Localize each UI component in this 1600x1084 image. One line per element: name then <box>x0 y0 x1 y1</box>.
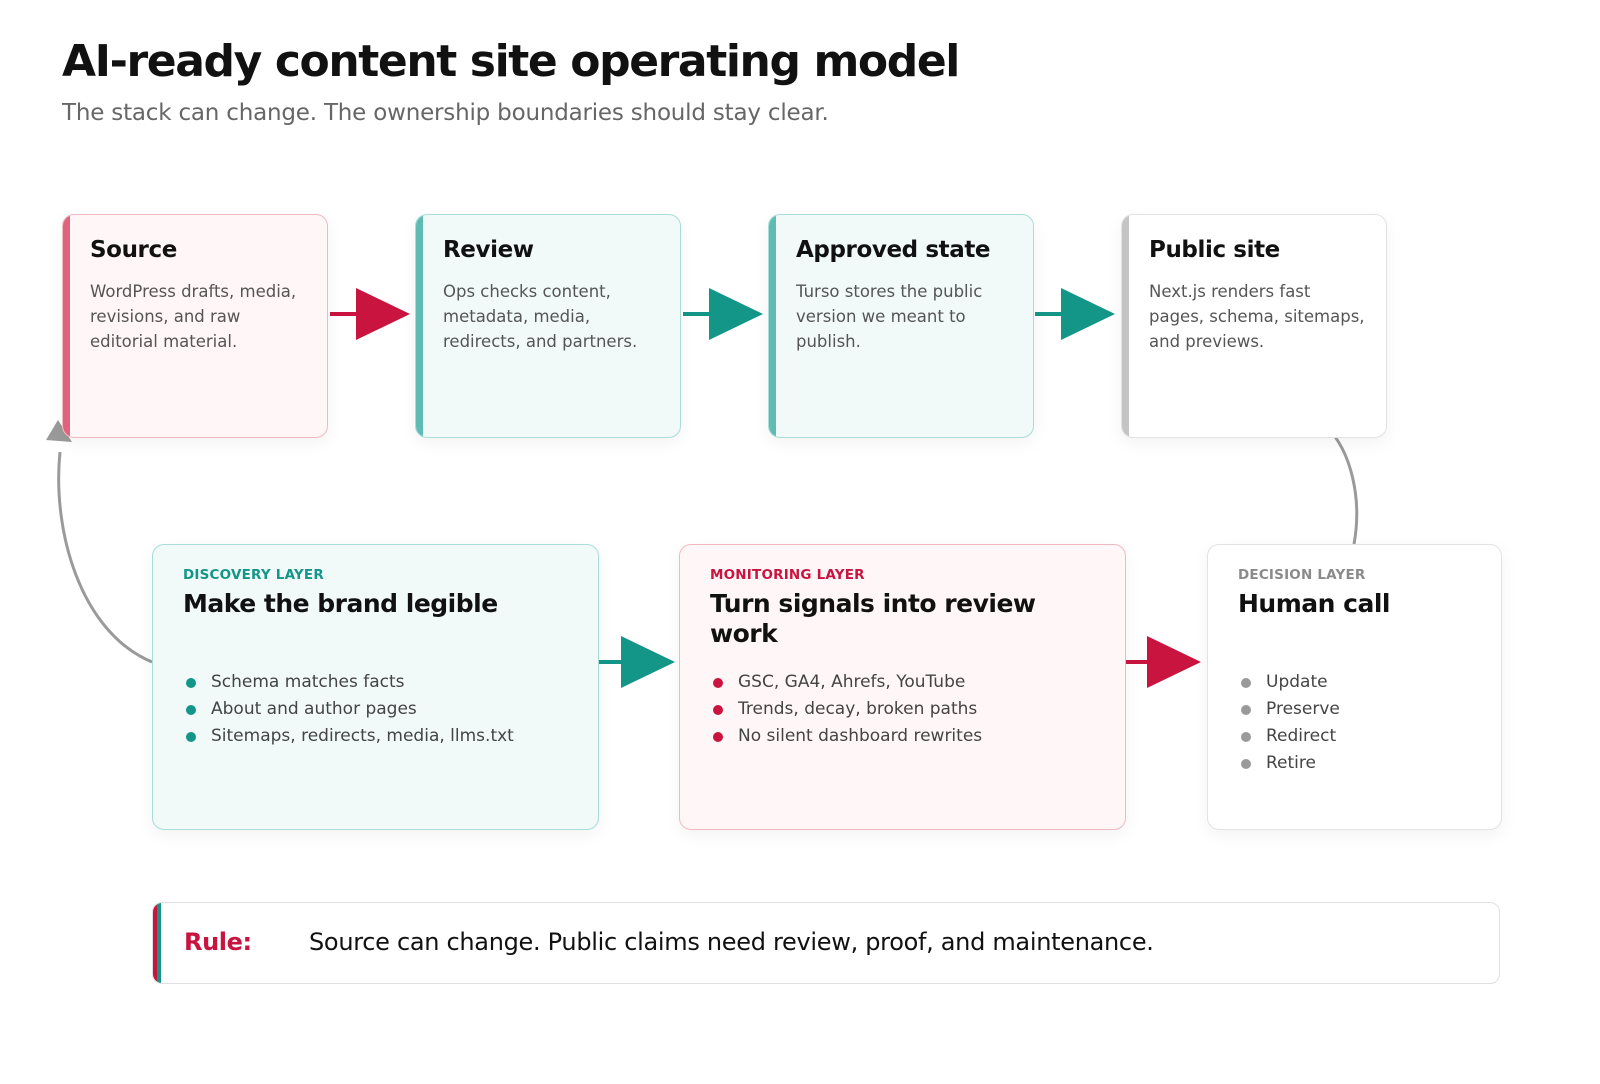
rule-text: Source can change. Public claims need re… <box>309 928 1154 956</box>
step-source-card: Source WordPress drafts, media, revision… <box>62 214 328 438</box>
arrow-review-to-approved <box>683 288 763 340</box>
arrow-source-to-review <box>330 288 410 340</box>
list-item: Sitemaps, redirects, media, llms.txt <box>183 723 514 750</box>
step-accent-bar <box>63 215 70 437</box>
rule-accent-bar <box>153 903 157 983</box>
arrow-monitoring-to-decision <box>1125 636 1201 688</box>
bullet-dot-icon <box>186 705 196 715</box>
decision-layer-card: DECISION LAYER Human call Update Preserv… <box>1207 544 1502 830</box>
page-title: AI-ready content site operating model <box>62 36 960 87</box>
list-item: Retire <box>1238 750 1340 777</box>
list-item: No silent dashboard rewrites <box>710 723 982 750</box>
layer-title: Turn signals into review work <box>710 589 1036 648</box>
layer-list: Schema matches facts About and author pa… <box>183 669 514 750</box>
arrow-discovery-to-monitoring <box>597 636 675 688</box>
monitoring-layer-card: MONITORING LAYER Turn signals into revie… <box>679 544 1126 830</box>
list-item: GSC, GA4, Ahrefs, YouTube <box>710 669 982 696</box>
step-public-site-card: Public site Next.js renders fast pages, … <box>1121 214 1387 438</box>
step-accent-bar <box>1122 215 1129 437</box>
list-item: Redirect <box>1238 723 1340 750</box>
discovery-layer-card: DISCOVERY LAYER Make the brand legible S… <box>152 544 599 830</box>
bullet-dot-icon <box>1241 705 1251 715</box>
arrow-approved-to-public <box>1035 288 1115 340</box>
step-description: Ops checks content, metadata, media, red… <box>443 282 638 351</box>
list-item: Schema matches facts <box>183 669 514 696</box>
step-review-card: Review Ops checks content, metadata, med… <box>415 214 681 438</box>
rule-label: Rule: <box>184 928 252 956</box>
list-item: Trends, decay, broken paths <box>710 696 982 723</box>
step-title: Source <box>90 237 177 263</box>
bullet-dot-icon <box>186 678 196 688</box>
bullet-dot-icon <box>1241 732 1251 742</box>
step-accent-bar <box>769 215 776 437</box>
bullet-dot-icon <box>1241 678 1251 688</box>
step-accent-bar <box>416 215 423 437</box>
step-title: Approved state <box>796 237 991 263</box>
layer-eyebrow: DISCOVERY LAYER <box>183 567 324 583</box>
step-title: Public site <box>1149 237 1280 263</box>
layer-title: Make the brand legible <box>183 589 498 618</box>
layer-list: Update Preserve Redirect Retire <box>1238 669 1340 777</box>
bullet-dot-icon <box>713 705 723 715</box>
rule-accent-bar-secondary <box>157 903 161 983</box>
step-title: Review <box>443 237 534 263</box>
list-item: Preserve <box>1238 696 1340 723</box>
arrow-discovery-feedback-to-source <box>46 420 153 664</box>
step-description: Turso stores the public version we meant… <box>796 282 983 351</box>
bullet-dot-icon <box>186 732 196 742</box>
rule-banner: Rule: Source can change. Public claims n… <box>152 902 1500 984</box>
step-approved-state-card: Approved state Turso stores the public v… <box>768 214 1034 438</box>
bullet-dot-icon <box>713 678 723 688</box>
layer-eyebrow: DECISION LAYER <box>1238 567 1366 583</box>
layer-eyebrow: MONITORING LAYER <box>710 567 865 583</box>
layer-title: Human call <box>1238 589 1390 618</box>
bullet-dot-icon <box>713 732 723 742</box>
list-item: Update <box>1238 669 1340 696</box>
step-description: Next.js renders fast pages, schema, site… <box>1149 282 1365 351</box>
layer-list: GSC, GA4, Ahrefs, YouTube Trends, decay,… <box>710 669 982 750</box>
step-description: WordPress drafts, media, revisions, and … <box>90 282 297 351</box>
page-subtitle: The stack can change. The ownership boun… <box>62 100 829 126</box>
list-item: About and author pages <box>183 696 514 723</box>
bullet-dot-icon <box>1241 759 1251 769</box>
